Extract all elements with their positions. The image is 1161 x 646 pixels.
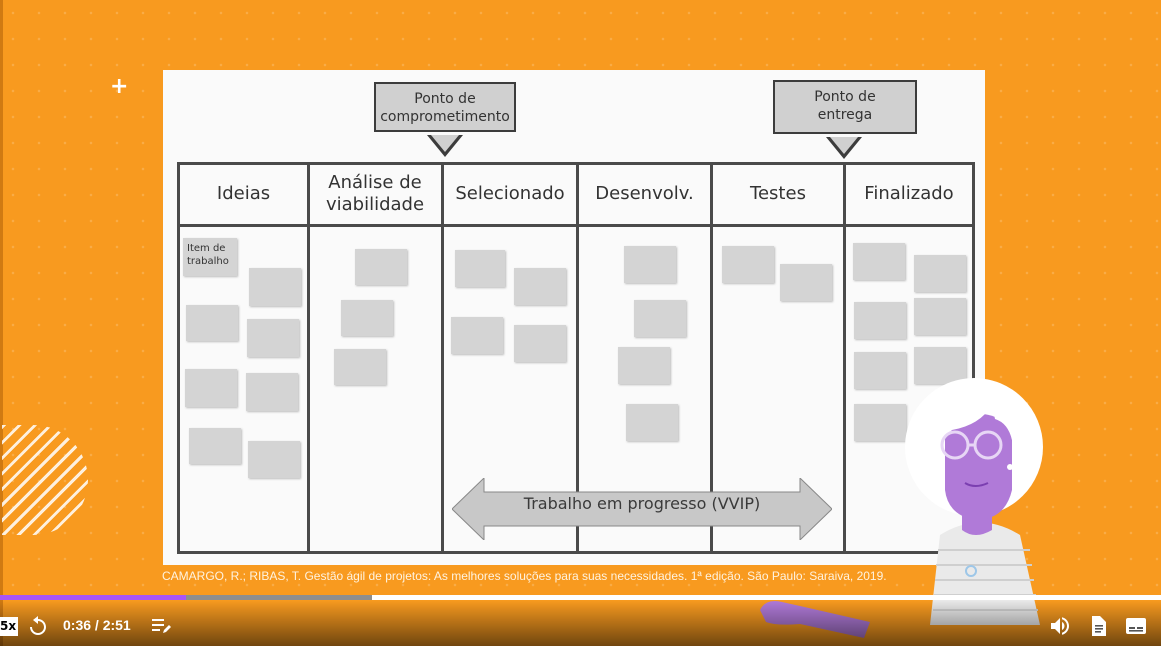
citation-text: CAMARGO, R.; RIBAS, T. Gestão ágil de pr… xyxy=(162,569,887,583)
sticky-note xyxy=(854,404,906,441)
sparkle-icon: + xyxy=(110,74,129,99)
progress-played[interactable] xyxy=(0,595,186,600)
left-edge xyxy=(0,0,3,646)
work-item-note: Item de trabalho xyxy=(183,238,237,276)
sticky-note xyxy=(185,369,237,407)
volume-icon[interactable] xyxy=(1048,614,1072,638)
sticky-note xyxy=(624,246,676,283)
sticky-note xyxy=(914,347,966,384)
sticky-note xyxy=(914,298,966,335)
column-header-finalizado: Finalizado xyxy=(864,183,954,204)
sticky-note xyxy=(248,441,300,478)
delivery-callout: Ponto de entrega xyxy=(773,80,917,134)
column-header-selecionado: Selecionado xyxy=(455,183,565,204)
sticky-note xyxy=(634,300,686,337)
sticky-note xyxy=(247,319,299,357)
sticky-note xyxy=(514,268,566,305)
captions-icon[interactable] xyxy=(1124,614,1148,638)
sticky-note xyxy=(341,300,393,336)
commitment-callout: Ponto de comprometimento xyxy=(374,82,516,132)
sticky-note xyxy=(854,352,906,389)
sticky-note xyxy=(334,349,386,385)
sticky-note xyxy=(514,325,566,362)
progress-buffer xyxy=(0,595,372,600)
column-header-ideias: Ideias xyxy=(216,183,271,204)
wip-double-arrow xyxy=(452,478,832,540)
presenter-avatar xyxy=(930,403,1040,625)
column-header-desenvolv: Desenvolv. xyxy=(595,183,694,204)
sticky-note xyxy=(455,250,505,287)
sticky-note xyxy=(780,264,832,301)
stripe-decoration xyxy=(2,425,88,535)
sticky-note xyxy=(246,373,298,411)
transcript-icon[interactable] xyxy=(1086,614,1110,638)
sticky-note xyxy=(854,302,906,339)
sticky-note xyxy=(189,428,241,464)
sticky-note xyxy=(618,347,670,384)
progress-track[interactable] xyxy=(0,595,1161,600)
sticky-note xyxy=(914,255,966,292)
wip-label: Trabalho em progresso (VVIP) xyxy=(523,494,761,513)
sticky-note xyxy=(626,404,678,441)
player-controls xyxy=(0,600,1161,646)
time-display: 0:36 / 2:51 xyxy=(63,617,131,633)
replay-icon[interactable] xyxy=(26,614,50,638)
sticky-note xyxy=(355,249,407,285)
sticky-note xyxy=(853,243,905,280)
column-header-testes: Testes xyxy=(750,183,806,204)
playlist-edit-icon[interactable] xyxy=(149,614,173,638)
playback-speed-button[interactable]: 5x xyxy=(0,617,18,636)
sticky-note xyxy=(451,317,503,354)
sticky-note xyxy=(249,268,301,306)
column-header-analise: Análise de viabilidade xyxy=(325,172,425,215)
sticky-note xyxy=(722,246,774,283)
sticky-note xyxy=(186,305,238,341)
